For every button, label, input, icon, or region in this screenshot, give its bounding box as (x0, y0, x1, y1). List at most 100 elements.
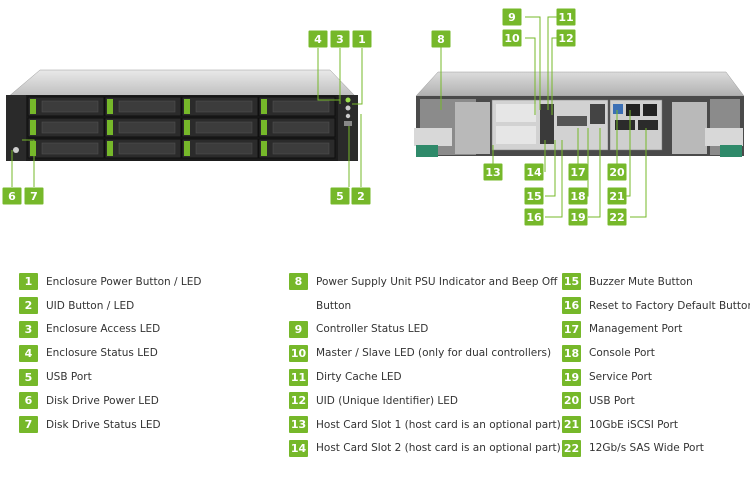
drive-bays (27, 96, 336, 159)
callout-badge-box (524, 187, 544, 205)
legend-label: Reset to Factory Default Button (589, 299, 750, 312)
callout-badge-number: 11 (558, 11, 573, 24)
rear-enclosure (414, 71, 745, 157)
drive-tray (258, 117, 336, 138)
callout-badge-number: 6 (8, 190, 16, 203)
drive-tray (104, 96, 182, 117)
legend-number: 6 (19, 392, 38, 410)
callout-badge-number: 15 (526, 190, 541, 203)
legend-label: Enclosure Access LED (46, 323, 161, 336)
legend-number: 8 (289, 273, 308, 291)
callout-badge-box (607, 187, 627, 205)
legend-number: 1 (19, 273, 38, 291)
callout-badge-number: 20 (609, 166, 625, 179)
callout-badge-8: 8 (431, 30, 451, 48)
legend-item: 3 Enclosure Access LED (19, 318, 201, 342)
legend-label: Disk Drive Status LED (46, 418, 161, 431)
legend-item: 14 Host Card Slot 2 (host card is an opti… (289, 437, 561, 461)
drive-tray (258, 96, 336, 117)
callout-badge-10: 10 (502, 29, 522, 47)
callout-badge-box (502, 29, 522, 47)
callout-badge-box (24, 187, 44, 205)
callout-badge-number: 7 (30, 190, 38, 203)
callout-badge-box (568, 187, 588, 205)
callout-badge-2: 2 (351, 187, 371, 205)
drive-tray (104, 138, 182, 159)
callout-badge-box (351, 187, 371, 205)
callout-badge-box (330, 187, 350, 205)
legend-number: 14 (289, 439, 308, 457)
callout-badge-number: 18 (570, 190, 585, 203)
legend-label: 10GbE iSCSI Port (589, 418, 678, 431)
callout-badge-box (556, 8, 576, 26)
legend-column-2: 8 Power Supply Unit PSU Indicator and Bee… (289, 270, 561, 460)
callout-badge-21: 21 (607, 187, 627, 205)
legend-item: 4 Enclosure Status LED (19, 341, 201, 365)
legend-label: Enclosure Status LED (46, 347, 158, 360)
drive-tray (27, 117, 105, 138)
callout-badge-6: 6 (2, 187, 22, 205)
legend-label: Host Card Slot 2 (host card is an option… (316, 442, 561, 455)
legend-number: 13 (289, 416, 308, 434)
legend-item: 6 Disk Drive Power LED (19, 389, 201, 413)
callout-badge-box (308, 30, 328, 48)
callout-badge-15: 15 (524, 187, 544, 205)
legend-item: 12 UID (Unique Identifier) LED (289, 389, 561, 413)
legend-number: 18 (562, 344, 581, 362)
legend-label: Master / Slave LED (only for dual contro… (316, 347, 552, 360)
legend-label: 12Gb/s SAS Wide Port (589, 442, 704, 455)
callout-badge-22: 22 (607, 208, 627, 226)
callout-badge-number: 8 (437, 33, 445, 46)
legend-label: USB Port (589, 394, 635, 407)
legend-label: Console Port (589, 347, 655, 360)
callout-badge-number: 13 (485, 166, 500, 179)
legend-label: Controller Status LED (316, 323, 429, 336)
callout-badge-box (607, 208, 627, 226)
legend-label: USB Port (46, 371, 92, 384)
legend-label: Service Port (589, 371, 652, 384)
drive-tray (181, 96, 259, 117)
legend-item: 18 Console Port (562, 341, 750, 365)
callout-badge-number: 22 (609, 211, 624, 224)
legend-item: 8 Power Supply Unit PSU Indicator and Bee… (289, 270, 561, 294)
callout-badge-13: 13 (483, 163, 503, 181)
callout-badge-number: 4 (314, 33, 322, 46)
legend-label: Disk Drive Power LED (46, 394, 159, 407)
legend-number: 4 (19, 344, 38, 362)
callout-badge-number: 16 (526, 211, 542, 224)
callout-badge-number: 10 (504, 32, 520, 45)
callout-badge-number: 9 (508, 11, 516, 24)
callout-badge-4: 4 (308, 30, 328, 48)
callout-badge-box (524, 163, 544, 181)
callout-badge-number: 1 (358, 33, 366, 46)
legend-number: 12 (289, 392, 308, 410)
legend-label: UID (Unique Identifier) LED (316, 394, 458, 407)
callout-badge-box (607, 163, 627, 181)
callout-badge-box (502, 8, 522, 26)
legend-number: 15 (562, 273, 581, 291)
legend-number: 3 (19, 320, 38, 338)
callout-badge-9: 9 (502, 8, 522, 26)
callout-badge-17: 17 (568, 163, 588, 181)
callout-badge-number: 19 (570, 211, 585, 224)
callout-badge-number: 2 (357, 190, 365, 203)
legend-label: UID Button / LED (46, 299, 135, 312)
legend-label: Management Port (589, 323, 683, 336)
callout-badge-box (431, 30, 451, 48)
legend-label: Power Supply Unit PSU Indicator and Beep… (316, 275, 558, 288)
callout-badge-12: 12 (556, 29, 576, 47)
